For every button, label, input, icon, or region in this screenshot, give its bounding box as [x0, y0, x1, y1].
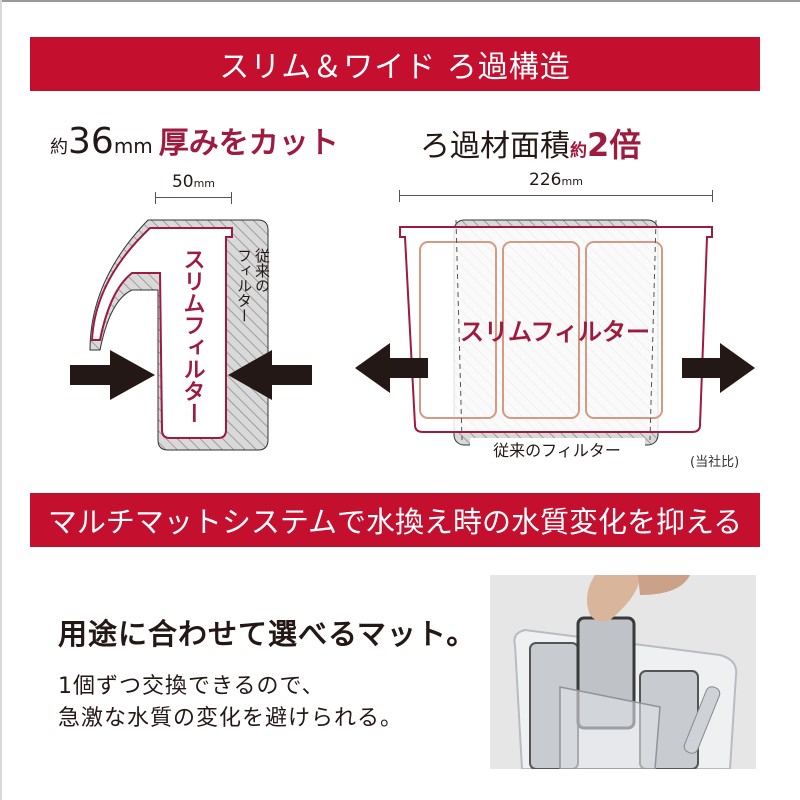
filter-mat-3 — [585, 241, 663, 419]
thickness-heading: 約 36 mm 厚みをカット — [50, 118, 339, 162]
filter-mat-2 — [502, 241, 580, 419]
dimension-label: 50mm — [171, 172, 216, 192]
thickness-unit: mm — [113, 134, 153, 158]
top-banner-text: スリム＆ワイド ろ過構造 — [219, 50, 571, 85]
comparison-note: (当社比) — [690, 455, 740, 470]
thickness-number: 36 — [68, 121, 114, 162]
dimension-line — [399, 190, 713, 202]
conventional-filter-label-2: フィルター — [235, 248, 253, 323]
conventional-filter-label-1: 従来の — [253, 248, 271, 293]
dimension-50mm: 50mm — [155, 172, 232, 204]
arrow-left-icon — [228, 350, 312, 400]
conventional-filter-label: 従来のフィルター — [493, 441, 621, 460]
top-border — [0, 0, 800, 2]
thickness-accent: 厚みをカット — [158, 126, 339, 161]
slim-filter-vertical-label: スリムフィルター — [180, 248, 205, 424]
top-banner: スリム＆ワイド ろ過構造 — [30, 37, 760, 91]
dimension-226mm: 226mm — [399, 170, 713, 202]
arrow-left-icon — [355, 343, 428, 393]
area-accent: 2倍 — [587, 126, 642, 164]
filter-mat-photo — [490, 575, 756, 769]
mat-title: 用途に合わせて選べるマット。 — [58, 617, 477, 651]
mat-description: 1個ずつ交換できるので、 急激な水質の変化を避けられる。 — [58, 671, 403, 735]
filter-mat-1 — [419, 241, 497, 419]
middle-banner-text: マルチマットシステムで水換え時の水質変化を抑える — [47, 505, 743, 539]
middle-banner: マルチマットシステムで水換え時の水質変化を抑える — [30, 493, 760, 547]
arrow-right-icon — [682, 343, 755, 393]
arrow-right-icon — [70, 350, 155, 400]
area-heading: ろ過材面積 約 2倍 — [420, 120, 641, 166]
dimension-line — [155, 192, 232, 204]
left-border — [0, 0, 2, 800]
approx-label: 約 — [570, 141, 587, 161]
dimension-label: 226mm — [529, 170, 583, 190]
slim-filter-shape — [399, 226, 713, 433]
description-line-1: 1個ずつ交換できるので、 — [58, 674, 325, 699]
description-line-2: 急激な水質の変化を避けられる。 — [58, 706, 404, 731]
slim-filter-label: スリムフィルター — [460, 318, 650, 346]
front-view-diagram: スリムフィルター 従来のフィルター — [355, 219, 755, 460]
approx-label: 約 — [50, 137, 68, 158]
slim-filter-shape — [90, 227, 233, 439]
side-view-diagram: スリムフィルター 従来の フィルター — [70, 219, 312, 451]
area-main-label: ろ過材面積 — [420, 129, 570, 164]
